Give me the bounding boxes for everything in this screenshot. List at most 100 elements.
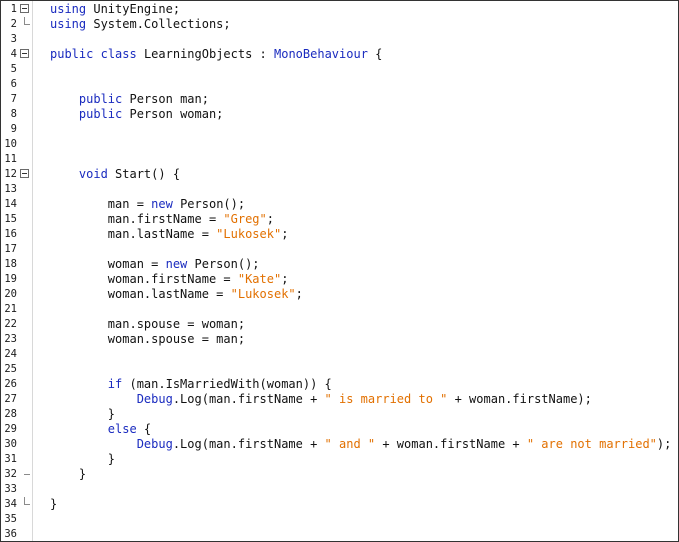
line-number: 5	[10, 63, 17, 75]
code-text: }	[50, 452, 115, 467]
code-line[interactable]: 22 man.spouse = woman;	[1, 317, 678, 332]
line-number: 12	[4, 168, 17, 180]
line-number: 27	[4, 393, 17, 405]
plain-token: {	[367, 47, 383, 61]
code-text: woman.firstName = "Kate";	[50, 272, 289, 287]
code-line[interactable]: 7 public Person man;	[1, 92, 678, 107]
line-number: 29	[4, 423, 17, 435]
code-line[interactable]: 11	[1, 152, 678, 167]
code-line[interactable]: 9	[1, 122, 678, 137]
line-number: 32	[4, 468, 17, 480]
code-line[interactable]: 21	[1, 302, 678, 317]
code-line[interactable]: 8 public Person woman;	[1, 107, 678, 122]
fold-collapse-icon[interactable]	[20, 4, 29, 13]
keyword-token: using	[50, 2, 87, 16]
line-number: 10	[4, 138, 17, 150]
code-text: woman.spouse = man;	[50, 332, 245, 347]
keyword-token: else	[107, 422, 137, 436]
code-line[interactable]: 24	[1, 347, 678, 362]
type-token: Debug	[136, 392, 173, 406]
keyword-token: new	[151, 197, 173, 211]
code-line[interactable]: 27 Debug.Log(man.firstName + " is marrie…	[1, 392, 678, 407]
string-token: " and "	[324, 437, 376, 451]
line-number: 23	[4, 333, 17, 345]
code-line[interactable]: 2 using System.Collections;	[1, 17, 678, 32]
plain-token: man.lastName =	[50, 227, 217, 241]
line-number: 31	[4, 453, 17, 465]
code-line[interactable]: 5	[1, 62, 678, 77]
plain-token: );	[656, 437, 672, 451]
line-number: 26	[4, 378, 17, 390]
fold-collapse-icon[interactable]	[20, 169, 29, 178]
code-line[interactable]: 34}	[1, 497, 678, 512]
code-line[interactable]: 28 }	[1, 407, 678, 422]
line-number: 36	[4, 528, 17, 540]
line-number: 14	[4, 198, 17, 210]
code-line[interactable]: 30 Debug.Log(man.firstName + " and " + w…	[1, 437, 678, 452]
code-line[interactable]: 10	[1, 137, 678, 152]
plain-token: man =	[50, 197, 152, 211]
code-line[interactable]: 26 if (man.IsMarriedWith(woman)) {	[1, 377, 678, 392]
code-line[interactable]: 33	[1, 482, 678, 497]
string-token: "Lukosek"	[230, 287, 296, 301]
type-token: MonoBehaviour	[274, 47, 368, 61]
fold-tick-icon	[24, 474, 30, 475]
plain-token: }	[50, 407, 116, 421]
string-token: "Lukosek"	[216, 227, 282, 241]
code-line[interactable]: 17	[1, 242, 678, 257]
code-line[interactable]: 20 woman.lastName = "Lukosek";	[1, 287, 678, 302]
code-text: using System.Collections;	[50, 17, 231, 32]
code-line[interactable]: 15 man.firstName = "Greg";	[1, 212, 678, 227]
code-line[interactable]: 25	[1, 362, 678, 377]
code-line[interactable]: 13	[1, 182, 678, 197]
code-text: }	[50, 407, 115, 422]
plain-token: .Log(man.firstName +	[172, 437, 325, 451]
string-token: " are not married"	[526, 437, 657, 451]
code-line[interactable]: 18 woman = new Person();	[1, 257, 678, 272]
string-token: " is married to "	[324, 392, 448, 406]
code-text: using UnityEngine;	[50, 2, 180, 17]
line-number: 22	[4, 318, 17, 330]
code-line[interactable]: 16 man.lastName = "Lukosek";	[1, 227, 678, 242]
code-text: man.firstName = "Greg";	[50, 212, 274, 227]
plain-token	[50, 437, 137, 451]
plain-token	[50, 392, 137, 406]
line-number: 1	[10, 3, 17, 15]
plain-token: {	[136, 422, 152, 436]
plain-token: ;	[281, 227, 289, 241]
plain-token: man.firstName =	[50, 212, 224, 226]
string-token: "Greg"	[223, 212, 267, 226]
line-number: 8	[10, 108, 17, 120]
code-line[interactable]: 35	[1, 512, 678, 527]
code-line[interactable]: 14 man = new Person();	[1, 197, 678, 212]
plain-token: UnityEngine;	[86, 2, 181, 16]
plain-token: man.spouse = woman;	[50, 317, 246, 331]
line-number: 33	[4, 483, 17, 495]
line-number: 15	[4, 213, 17, 225]
line-number: 4	[10, 48, 17, 60]
code-line[interactable]: 31 }	[1, 452, 678, 467]
plain-token: woman.spouse = man;	[50, 332, 246, 346]
code-line[interactable]: 23 woman.spouse = man;	[1, 332, 678, 347]
code-text: Debug.Log(man.firstName + " and " + woma…	[50, 437, 672, 452]
plain-token: .Log(man.firstName +	[172, 392, 325, 406]
fold-end-icon	[24, 17, 30, 25]
code-text: }	[50, 497, 57, 512]
plain-token: woman.lastName =	[50, 287, 231, 301]
plain-token: }	[50, 497, 58, 511]
code-line[interactable]: 6	[1, 77, 678, 92]
line-number: 2	[10, 18, 17, 30]
line-number: 34	[4, 498, 17, 510]
plain-token	[50, 422, 108, 436]
code-line[interactable]: 29 else {	[1, 422, 678, 437]
code-line[interactable]: 3	[1, 32, 678, 47]
code-line[interactable]: 32 }	[1, 467, 678, 482]
code-line[interactable]: 1 using UnityEngine;	[1, 2, 678, 17]
code-line[interactable]: 19 woman.firstName = "Kate";	[1, 272, 678, 287]
fold-collapse-icon[interactable]	[20, 49, 29, 58]
code-line[interactable]: 12 void Start() {	[1, 167, 678, 182]
code-line[interactable]: 36	[1, 527, 678, 541]
